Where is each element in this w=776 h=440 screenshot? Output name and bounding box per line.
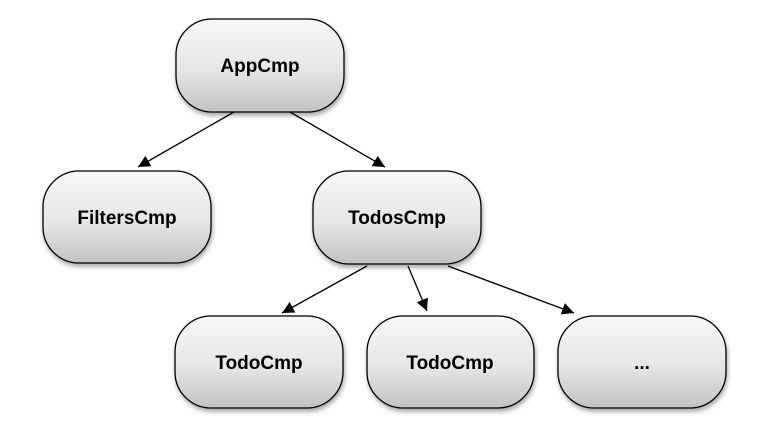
node-app-box — [175, 18, 345, 113]
edge-app-todos — [289, 111, 386, 168]
node-app-label: AppCmp — [220, 56, 299, 77]
node-todos-box — [312, 170, 482, 265]
node-todo-1: TodoCmp — [174, 315, 344, 409]
node-todo-2-label: TodoCmp — [406, 353, 493, 374]
node-filters-label: FiltersCmp — [77, 208, 176, 229]
node-todos-label: TodosCmp — [348, 208, 446, 229]
node-filters: FiltersCmp — [42, 170, 212, 264]
node-filters-box — [42, 170, 212, 264]
node-todo-1-box — [174, 315, 344, 409]
edge-app-filters — [137, 111, 235, 168]
node-more-label: ... — [634, 353, 650, 374]
node-todo-2-box — [366, 315, 535, 409]
node-app: AppCmp — [175, 18, 345, 113]
node-todo-2: TodoCmp — [366, 315, 535, 409]
edge-todos-more — [447, 265, 575, 315]
edges — [137, 111, 575, 315]
node-more-box — [557, 315, 727, 409]
node-todo-1-label: TodoCmp — [215, 353, 302, 374]
node-more: ... — [557, 315, 727, 409]
node-todos: TodosCmp — [312, 170, 482, 265]
edge-todos-todo1 — [281, 265, 368, 314]
edge-todos-todo2 — [407, 265, 428, 312]
